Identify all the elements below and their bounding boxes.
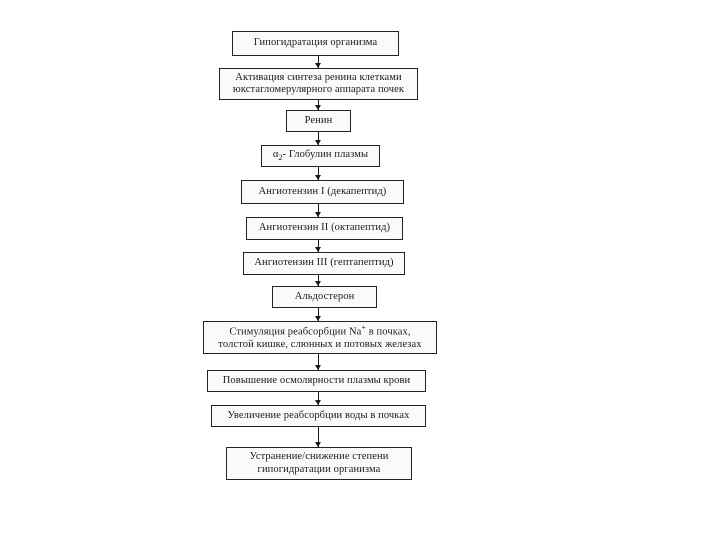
node-hypohydration: Гипогидратация организма [232,31,399,56]
arrow-head-aldosterone-to-sodium [315,316,321,321]
node-renin: Ренин [286,110,351,132]
node-plasma-osmolarity-label: Повышение осмолярности плазмы крови [222,374,411,386]
arrow-head-angiotensin-3-to-aldosterone [315,281,321,286]
node-angiotensin-3: Ангиотензин III (гептапептид) [243,252,405,275]
node-renin-synthesis-activation-label: Активация синтеза ренина клетками юкстаг… [232,71,405,95]
arrow-line-osmolarity-to-water [318,392,319,405]
node-hypohydration-reduction-label: Устранение/снижение степени гипогидратац… [249,451,389,475]
node-plasma-osmolarity: Повышение осмолярности плазмы крови [207,370,426,392]
node-renin-synthesis-activation: Активация синтеза ренина клетками юкстаг… [219,68,418,100]
arrow-head-renin-to-globulin [315,140,321,145]
arrow-head-sodium-to-osmolarity [315,365,321,370]
arrow-line-globulin-to-angiotensin-1 [318,167,319,180]
node-angiotensin-3-label: Ангиотензин III (гептапептид) [254,257,394,269]
node-aldosterone: Альдостерон [272,286,377,308]
arrow-head-angiotensin-1-to-2 [315,212,321,217]
node-alpha2-globulin-label: α2- Глобулин плазмы [272,149,369,163]
node-sodium-reabsorption-label: Стимуляция реабсорбции Na+ в почках, тол… [218,323,422,351]
arrow-line-angiotensin-3-to-aldosterone [318,275,319,286]
arrow-line-renin-to-globulin [318,132,319,145]
node-angiotensin-2-label: Ангиотензин II (октапептид) [258,222,391,234]
arrow-line-sodium-to-osmolarity [318,354,319,370]
arrow-line-aldosterone-to-sodium [318,308,319,321]
node-aldosterone-label: Альдостерон [294,290,355,302]
arrow-head-hypohydration-to-renin-synthesis [315,63,321,68]
arrow-line-water-to-reduction [318,427,319,447]
node-alpha2-globulin: α2- Глобулин плазмы [261,145,380,167]
node-hypohydration-reduction: Устранение/снижение степени гипогидратац… [226,447,412,480]
node-sodium-reabsorption: Стимуляция реабсорбции Na+ в почках, тол… [203,321,437,354]
node-water-reabsorption-label: Увеличение реабсорбции воды в почках [227,409,410,421]
node-hypohydration-label: Гипогидратация организма [253,37,378,49]
node-angiotensin-2: Ангиотензин II (октапептид) [246,217,403,240]
node-angiotensin-1: Ангиотензин I (декапептид) [241,180,404,204]
arrow-head-globulin-to-angiotensin-1 [315,175,321,180]
node-water-reabsorption: Увеличение реабсорбции воды в почках [211,405,426,427]
arrow-line-hypohydration-to-renin-synthesis [318,56,319,68]
arrow-head-renin-synthesis-to-renin [315,105,321,110]
arrow-head-osmolarity-to-water [315,400,321,405]
arrow-head-water-to-reduction [315,442,321,447]
arrow-line-angiotensin-2-to-3 [318,240,319,252]
node-renin-label: Ренин [304,114,333,126]
arrow-line-angiotensin-1-to-2 [318,204,319,217]
node-angiotensin-1-label: Ангиотензин I (декапептид) [258,185,387,197]
arrow-head-angiotensin-2-to-3 [315,247,321,252]
